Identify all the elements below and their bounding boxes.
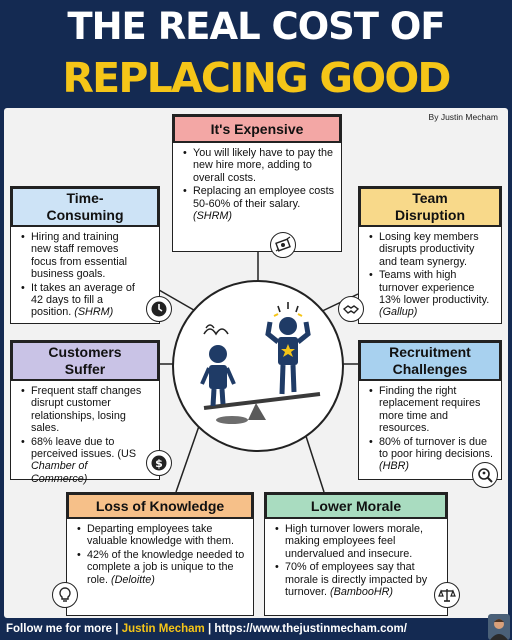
- bullet-text: Teams with high turnover experience 13% …: [379, 269, 490, 307]
- card-knowledge-list: Departing employees take valuable knowle…: [67, 519, 253, 586]
- card-knowledge-title: Loss of Knowledge: [67, 493, 253, 519]
- bullet-text: 68% leave due to perceived issues.: [31, 435, 115, 461]
- list-item: 68% leave due to perceived issues. (US C…: [21, 436, 143, 486]
- card-customers-title: Customers Suffer: [11, 341, 159, 381]
- list-item: 80% of turnover is due to poor hiring de…: [369, 436, 495, 473]
- center-illustration: [172, 280, 344, 452]
- list-item: Departing employees take valuable knowle…: [77, 523, 247, 548]
- bullet-text: 42% of the knowledge needed to complete …: [87, 548, 245, 586]
- bullet-text: 70% of employees say that morale is dire…: [285, 561, 428, 599]
- title-line-1: The Real Cost of: [67, 5, 445, 48]
- footer-url[interactable]: | https://www.thejustinmecham.com/: [204, 623, 407, 635]
- source-citation: (HBR): [379, 460, 409, 473]
- card-team-list: Losing key members disrupts productivity…: [359, 227, 501, 319]
- card-expensive-list: You will likely have to pay the new hire…: [173, 143, 341, 222]
- money-flying-icon: [270, 232, 296, 258]
- card-expensive: It's Expensive You will likely have to p…: [172, 114, 342, 252]
- footer-author-name[interactable]: Justin Mecham: [121, 623, 205, 635]
- bullet-text: 80% of turnover is due to poor hiring de…: [379, 435, 494, 461]
- list-item: Frequent staff changes disrupt customer …: [21, 385, 143, 435]
- list-item: It takes an average of 42 days to fill a…: [21, 282, 135, 319]
- card-morale-title: Lower Morale: [265, 493, 447, 519]
- card-customers-title-text: Customers Suffer: [48, 344, 122, 377]
- source-citation: Chamber of Commerce): [31, 460, 88, 485]
- lightbulb-icon: [52, 582, 78, 608]
- card-morale-list: High turnover lowers morale, making empl…: [265, 519, 447, 598]
- list-item: 42% of the knowledge needed to complete …: [77, 549, 247, 586]
- card-time-title: Time-Consuming: [11, 187, 159, 227]
- list-item: 70% of employees say that morale is dire…: [275, 561, 441, 598]
- card-team-disruption: Team Disruption Losing key members disru…: [358, 186, 502, 324]
- card-team-title: Team Disruption: [359, 187, 501, 227]
- seesaw-people-icon: [200, 302, 321, 424]
- card-recruit-list: Finding the right replacement requires m…: [359, 381, 501, 473]
- card-customers-list: Frequent staff changes disrupt customer …: [11, 381, 159, 485]
- source-citation: (Deloitte): [111, 573, 155, 586]
- header-banner: The Real Cost of Replacing Good People: [0, 0, 512, 154]
- list-item: Finding the right replacement requires m…: [369, 385, 495, 435]
- list-item: Teams with high turnover experience 13% …: [369, 269, 495, 319]
- handshake-icon: [338, 296, 364, 322]
- source-citation: (SHRM): [193, 210, 232, 223]
- card-customers-suffer: Customers Suffer Frequent staff changes …: [10, 340, 160, 485]
- source-prefix: (US: [117, 448, 137, 461]
- footer-prefix: Follow me for more |: [6, 623, 122, 635]
- card-time-list: Hiring and training new staff removes fo…: [11, 227, 159, 319]
- card-time-consuming: Time-Consuming Hiring and training new s…: [10, 186, 160, 324]
- infographic-panel: By Justin Mecham: [4, 108, 508, 618]
- card-expensive-title: It's Expensive: [173, 115, 341, 143]
- card-loss-of-knowledge: Loss of Knowledge Departing employees ta…: [66, 492, 254, 616]
- list-item: You will likely have to pay the new hire…: [183, 147, 335, 184]
- byline: By Justin Mecham: [428, 112, 498, 122]
- source-citation: (Gallup): [379, 306, 418, 319]
- dollar-coin-icon: $: [146, 450, 172, 476]
- card-recruit-title-text: Recruitment Challenges: [389, 344, 471, 377]
- card-lower-morale: Lower Morale High turnover lowers morale…: [264, 492, 448, 616]
- footer-bar: Follow me for more | Justin Mecham | htt…: [0, 618, 512, 640]
- source-citation: (SHRM): [74, 306, 114, 319]
- card-time-title-text: Time-Consuming: [46, 190, 124, 223]
- clock-icon: [146, 296, 172, 322]
- source-citation: (BambooHR): [330, 586, 394, 599]
- card-recruitment-challenges: Recruitment Challenges Finding the right…: [358, 340, 502, 480]
- svg-text:$: $: [155, 457, 163, 470]
- card-recruit-title: Recruitment Challenges: [359, 341, 501, 381]
- list-item: Hiring and training new staff removes fo…: [21, 231, 135, 281]
- bullet-text: It takes an average of 42 days to fill a…: [31, 281, 135, 319]
- list-item: Replacing an employee costs 50-60% of th…: [183, 185, 335, 222]
- bullet-text: Replacing an employee costs 50-60% of th…: [193, 185, 335, 210]
- avatar: [488, 614, 510, 640]
- balance-scale-icon: [434, 582, 460, 608]
- magnifier-people-icon: [472, 462, 498, 488]
- list-item: Losing key members disrupts productivity…: [369, 231, 495, 268]
- list-item: High turnover lowers morale, making empl…: [275, 523, 441, 560]
- card-team-title-text: Team Disruption: [395, 190, 465, 223]
